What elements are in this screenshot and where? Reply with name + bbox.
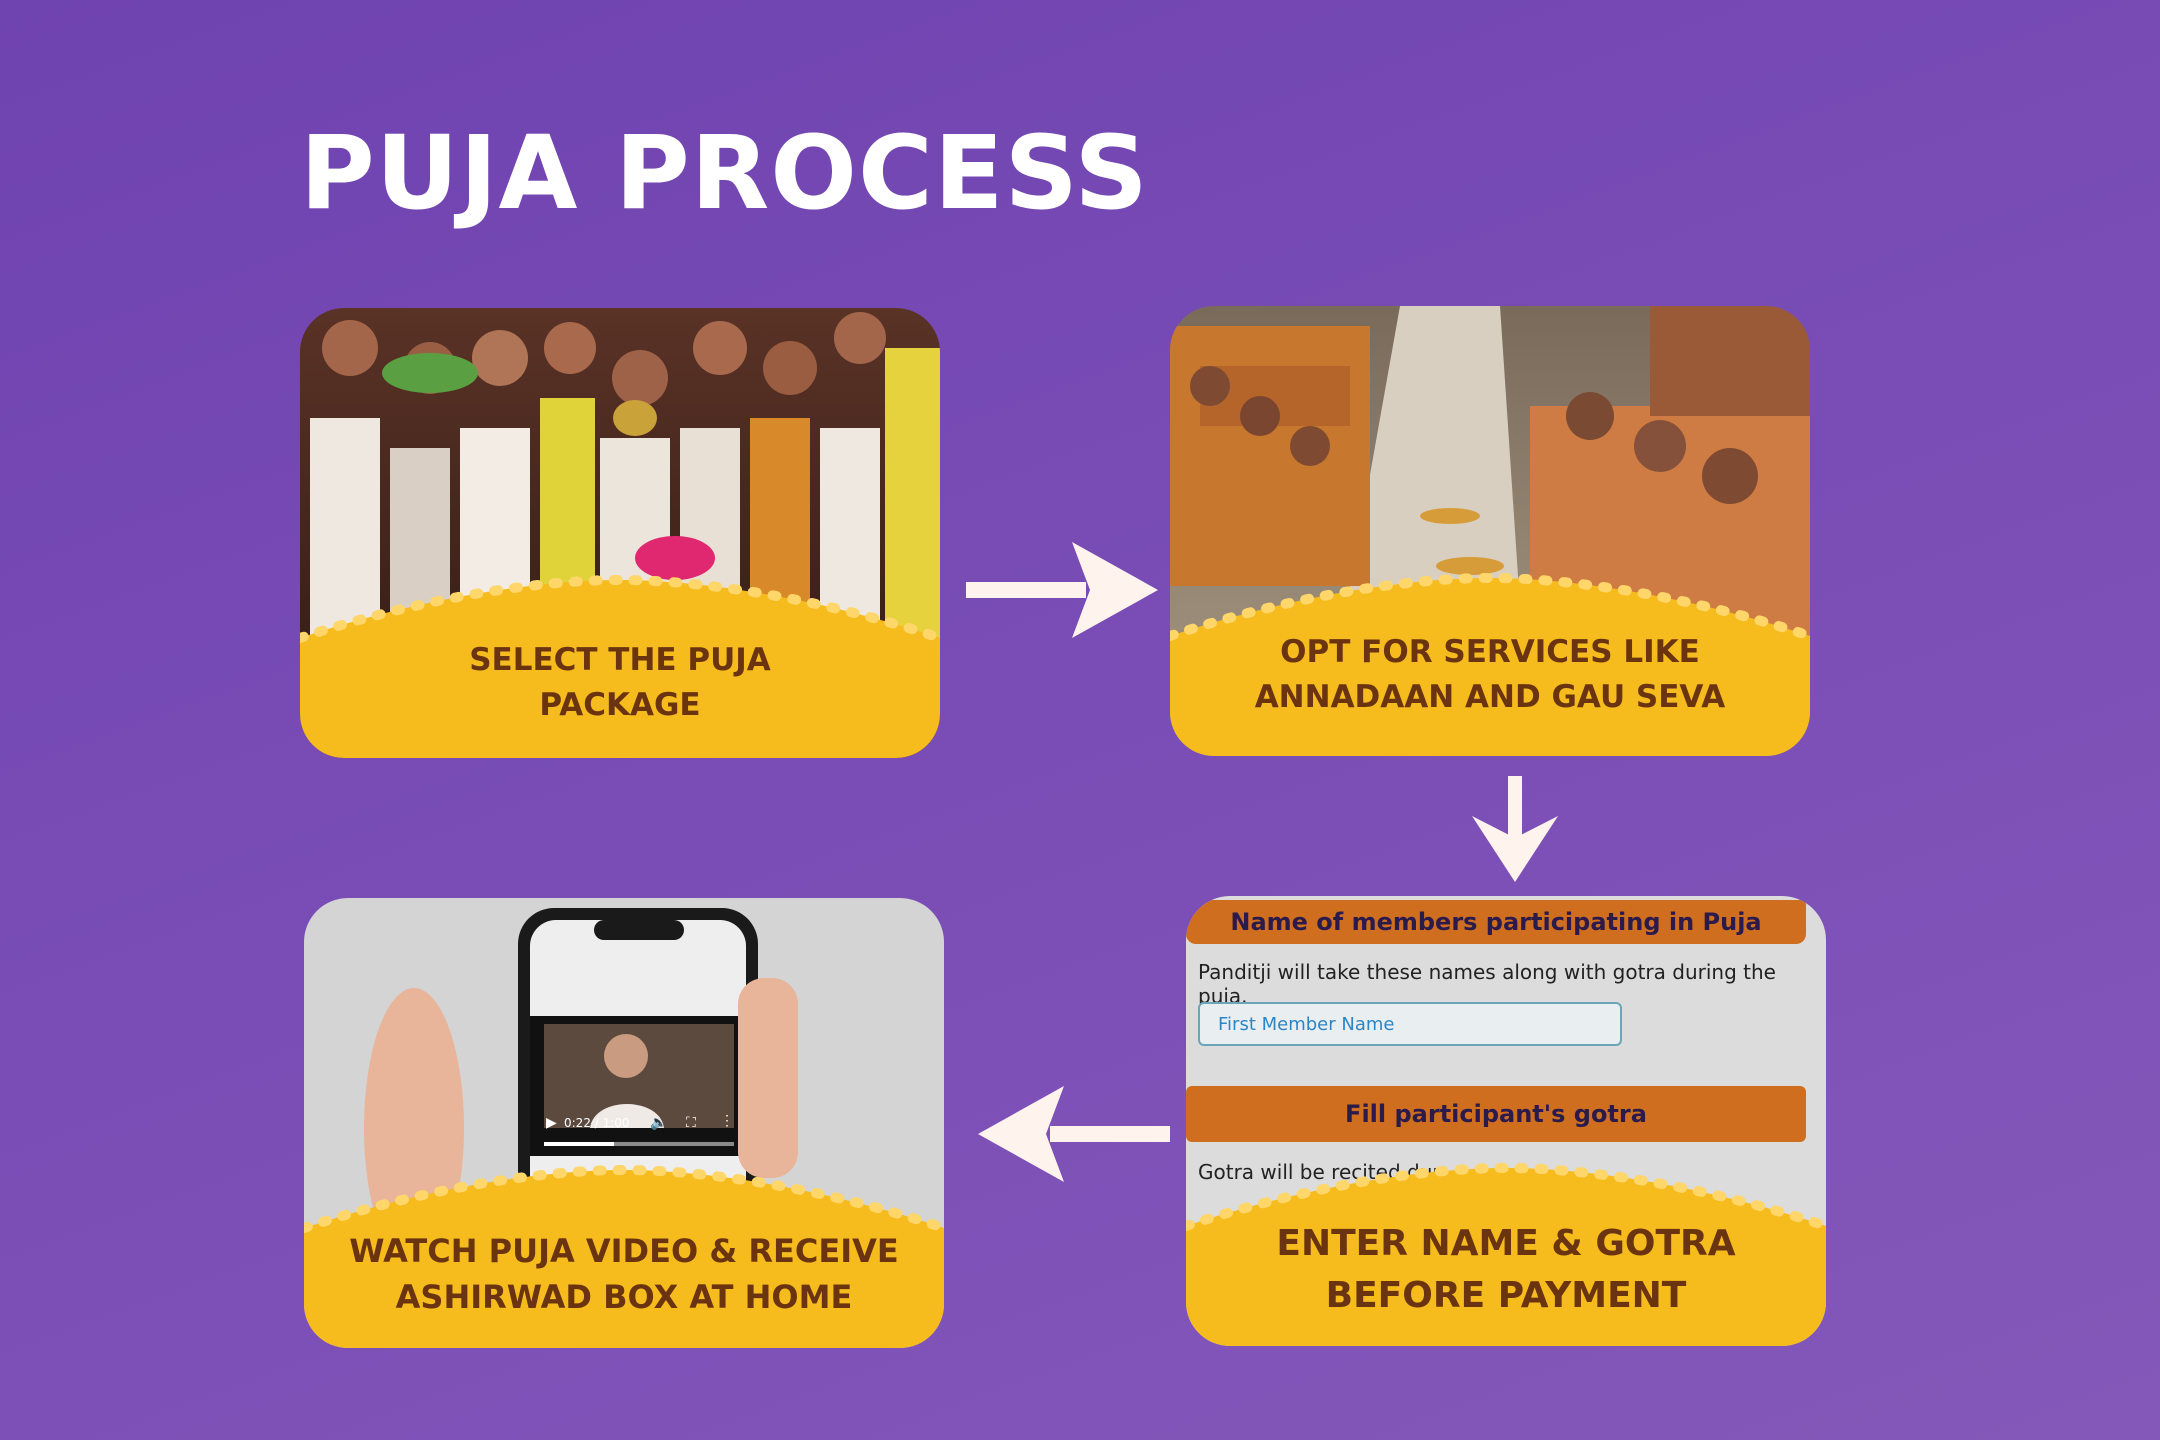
yellow-scallop-panel [1186,1162,1826,1346]
video-time: 0:22 / 1:00 [564,1116,630,1130]
arrow-left-icon [978,1086,1170,1182]
caption-line: WATCH PUJA VIDEO & RECEIVE [349,1232,899,1270]
step-card-services: OPT FOR SERVICES LIKE ANNADAAN AND GAU S… [1170,306,1810,756]
page-title: PUJA PROCESS [300,114,1149,233]
gotra-header: Fill participant's gotra [1186,1086,1806,1142]
step-caption: OPT FOR SERVICES LIKE ANNADAAN AND GAU S… [1170,630,1810,720]
members-note: Panditji will take these names along wit… [1198,960,1776,1008]
members-header: Name of members participating in Puja [1186,900,1806,944]
volume-icon[interactable]: 🔈 [650,1114,668,1130]
yellow-scallop-panel [304,1164,944,1348]
step-caption: ENTER NAME & GOTRA BEFORE PAYMENT [1186,1218,1826,1322]
yellow-scallop-panel [1170,572,1810,756]
caption-line: SELECT THE PUJA [469,642,771,678]
step-card-select-package: SELECT THE PUJA PACKAGE [300,308,940,758]
fullscreen-icon[interactable]: ⛶ [686,1114,696,1130]
yellow-scallop-panel [300,574,940,758]
caption-line: PACKAGE [539,686,701,723]
caption-line: ANNADAAN AND GAU SEVA [1254,678,1726,715]
caption-line: OPT FOR SERVICES LIKE [1280,634,1700,670]
caption-line: BEFORE PAYMENT [1325,1275,1687,1317]
more-icon[interactable]: ⋮ [720,1112,734,1128]
caption-line: ENTER NAME & GOTRA [1276,1223,1736,1264]
play-icon[interactable]: ▶ [546,1114,557,1130]
step-card-name-gotra: Name of members participating in Puja Pa… [1186,896,1826,1346]
step-caption: WATCH PUJA VIDEO & RECEIVE ASHIRWAD BOX … [304,1228,944,1321]
caption-line: ASHIRWAD BOX AT HOME [395,1278,853,1317]
arrow-down-icon [1472,776,1558,882]
step-card-watch-video: 0:22 / 1:00 ▶ 🔈 ⛶ ⋮ WATCH PUJA VIDEO & R… [304,898,944,1348]
first-member-name-input[interactable]: First Member Name [1198,1002,1622,1046]
arrow-right-icon [966,542,1158,638]
step-caption: SELECT THE PUJA PACKAGE [300,638,940,728]
